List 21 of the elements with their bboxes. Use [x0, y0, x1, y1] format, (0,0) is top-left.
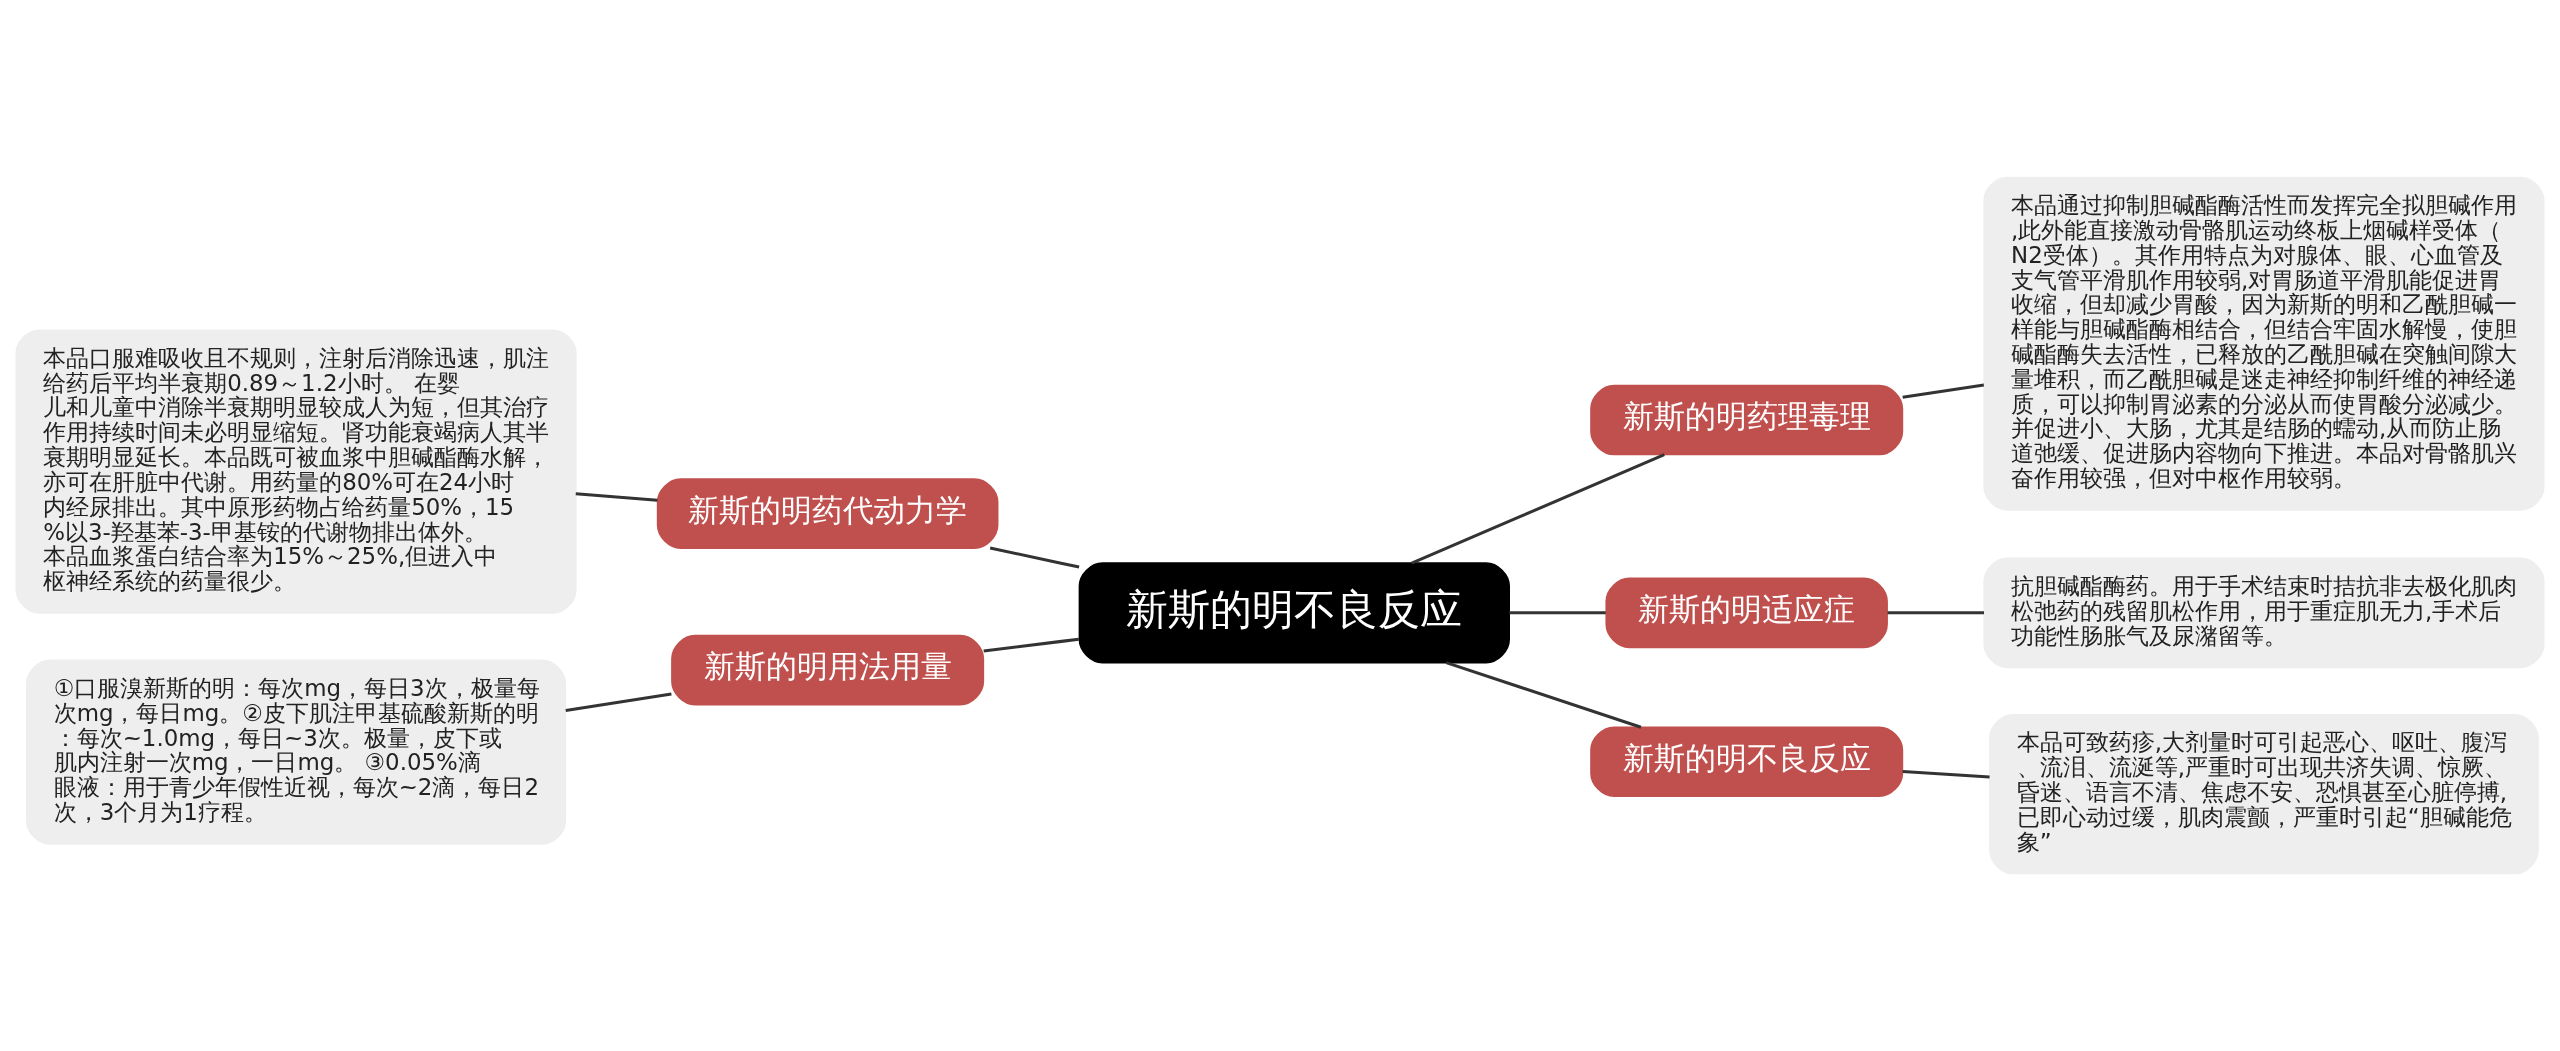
connector	[1902, 383, 1985, 399]
node-box: 新斯的明药理毒理	[1590, 384, 1904, 456]
node-box: 新斯的明不良反应	[1590, 726, 1904, 797]
connector	[1902, 769, 1990, 779]
connector	[575, 492, 658, 502]
node-box: 新斯的明药代动力学	[656, 478, 999, 549]
connector	[1445, 661, 1642, 729]
connector	[565, 692, 672, 713]
node-box: 本品可致药疹,大剂量时可引起恶心、呕吐、腹泻、流泪、流涎等,严重时可出现共济失调、惊厥、昏迷、语言不清、焦虑不安、恐惧甚至心脏停搏,已即心动过缓，肌肉震颤，严重时引起“胆碱能危象”	[1989, 714, 2539, 875]
connector	[1887, 611, 1984, 615]
connector	[983, 637, 1079, 653]
node-box: 抗胆碱酯酶药。用于手术结束时拮抗非去极化肌肉松弛药的残留肌松作用，用于重症肌无力,手术后功能性肠胀气及尿潴留等。	[1983, 557, 2545, 669]
connector	[1509, 611, 1606, 615]
node-box: ①口服溴新斯的明：每次mg，每日3次，极量每次mg，每日mg。②皮下肌注甲基硫酸新斯的明：每次~1.0mg，每日~3次。极量，皮下或肌内注射一次mg，一日mg。 ③0.05%滴眼液：用于青少年假性近视，每次~2滴，每日2次，3个月为1疗程。	[25, 659, 567, 845]
connector	[1411, 453, 1665, 565]
node-box: 本品口服难吸收且不规则，注射后消除迅速，肌注给药后平均半衰期0.89～1.2小时。 在婴儿和儿童中消除半衰期明显较成人为短，但其治疗作用持续时间未必明显缩短。肾功能衰竭病人其半衰期明显延长。本品既可被血浆中胆碱酯酶水解，亦可在肝脏中代谢。用药量的80%可在24小时内经尿排出。其中原形药物占给药量50%，15%以3-羟基苯-3-甲基铵的代谢物排出体外。本品血浆蛋白结合率为15%～25%,但进入中枢神经系统的药量很少。	[15, 329, 577, 614]
connector	[989, 546, 1080, 569]
node-box: 新斯的明用法用量	[671, 634, 985, 706]
node-box: 本品通过抑制胆碱酯酶活性而发挥完全拟胆碱作用,此外能直接激动骨骼肌运动终板上烟碱样受体（N2受体）。其作用特点为对腺体、眼、心血管及支气管平滑肌作用较弱,对胃肠道平滑肌能促进胃收缩，但却减少胃酸，因为新斯的明和乙酰胆碱一样能与胆碱酯酶相结合，但结合牢固水解慢，使胆碱酯酶失去活性，已释放的乙酰胆碱在突触间隙大量堆积，而乙酰胆碱是迷走神经抑制纤维的神经递质，可以抑制胃泌素的分泌从而使胃酸分泌减少。并促进小、大肠，尤其是结肠的蠕动,从而防止肠道弛缓、促进肠内容物向下推进。本品对骨骼肌兴奋作用较强，但对中枢作用较弱。	[1983, 176, 2545, 511]
node-box: 新斯的明不良反应	[1078, 562, 1510, 664]
node-box: 新斯的明适应症	[1605, 577, 1888, 649]
